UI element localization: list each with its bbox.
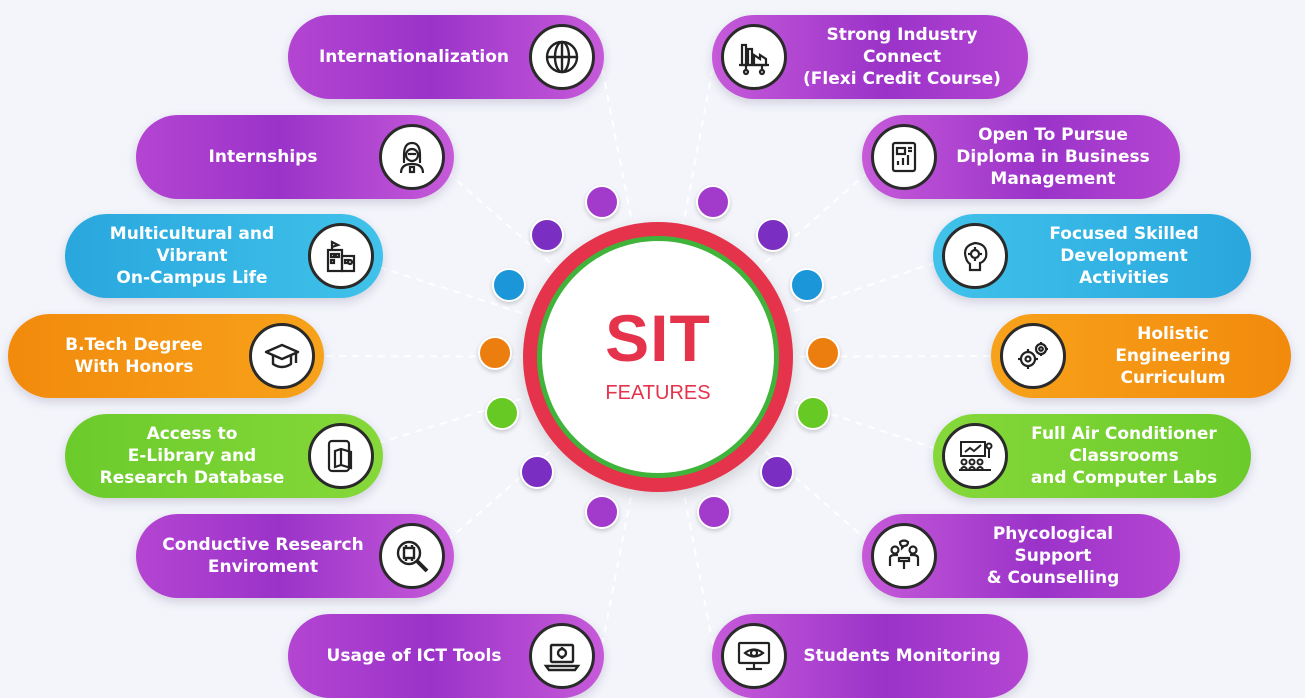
- monitor-eye-icon: [721, 623, 787, 689]
- ring-dot: [478, 336, 512, 370]
- ring-dot: [790, 268, 824, 302]
- ring-dot: [796, 396, 830, 430]
- e-book-icon: [308, 423, 374, 489]
- ring-dot: [806, 336, 840, 370]
- ring-dot: [697, 495, 731, 529]
- counselling-icon: [871, 523, 937, 589]
- feature-label: Access to E-Library and Research Databas…: [99, 424, 285, 488]
- center-title: SIT: [605, 301, 711, 375]
- industry-icon: [721, 24, 787, 90]
- feature-counselling: Phycological Support & Counselling: [862, 514, 1180, 598]
- feature-label: Phycological Support & Counselling: [986, 524, 1120, 588]
- feature-label: Multicultural and Vibrant On-Campus Life: [109, 224, 275, 288]
- graduation-cap-icon: [249, 323, 315, 389]
- magnifier-chip-icon: [379, 523, 445, 589]
- feature-internships: Internships: [136, 115, 454, 199]
- ring-dot: [520, 455, 554, 489]
- center-ring: SIT FEATURES: [523, 222, 793, 492]
- feature-research-environment: Conductive Research Enviroment: [136, 514, 454, 598]
- feature-e-library: Access to E-Library and Research Databas…: [65, 414, 383, 498]
- feature-btech-honors: B.Tech Degree With Honors: [8, 314, 324, 398]
- feature-industry-connect: Strong Industry Connect (Flexi Credit Co…: [712, 15, 1028, 99]
- laptop-icon: [529, 623, 595, 689]
- ring-dot: [696, 185, 730, 219]
- ring-dot: [585, 495, 619, 529]
- feature-label: Open To Pursue Diploma in Business Manag…: [956, 125, 1150, 189]
- feature-ac-classrooms: Full Air Conditioner Classrooms and Comp…: [933, 414, 1251, 498]
- feature-skill-development: Focused Skilled Development Activities: [933, 214, 1251, 298]
- feature-label: Internationalization: [318, 47, 509, 67]
- ring-dot: [756, 218, 790, 252]
- feature-label: Conductive Research Enviroment: [162, 535, 364, 577]
- business-report-icon: [871, 124, 937, 190]
- brain-gear-icon: [942, 223, 1008, 289]
- feature-holistic-curriculum: Holistic Engineering Curriculum: [991, 314, 1291, 398]
- feature-label: Students Monitoring: [803, 646, 1001, 666]
- feature-label: B.Tech Degree With Honors: [65, 335, 203, 377]
- classroom-icon: [942, 423, 1008, 489]
- ring-dot: [485, 396, 519, 430]
- feature-students-monitoring: Students Monitoring: [712, 614, 1028, 698]
- feature-label: Usage of ICT Tools: [326, 646, 502, 666]
- center-subtitle: FEATURES: [605, 382, 711, 404]
- feature-label: Full Air Conditioner Classrooms and Comp…: [1030, 424, 1218, 488]
- ring-dot: [530, 218, 564, 252]
- center-disc: SIT FEATURES: [537, 236, 779, 478]
- feature-ict-tools: Usage of ICT Tools: [288, 614, 604, 698]
- ring-dot: [492, 268, 526, 302]
- ring-dot: [760, 455, 794, 489]
- feature-label: Holistic Engineering Curriculum: [1115, 324, 1231, 388]
- gears-icon: [1000, 323, 1066, 389]
- intern-person-icon: [379, 124, 445, 190]
- feature-internationalization: Internationalization: [288, 15, 604, 99]
- globe-icon: [529, 24, 595, 90]
- feature-label: Focused Skilled Development Activities: [1049, 224, 1199, 288]
- feature-label: Strong Industry Connect (Flexi Credit Co…: [803, 25, 1001, 89]
- ring-dot: [585, 185, 619, 219]
- feature-label: Internships: [208, 147, 318, 167]
- feature-business-diploma: Open To Pursue Diploma in Business Manag…: [862, 115, 1180, 199]
- campus-building-icon: [308, 223, 374, 289]
- feature-campus-life: Multicultural and Vibrant On-Campus Life: [65, 214, 383, 298]
